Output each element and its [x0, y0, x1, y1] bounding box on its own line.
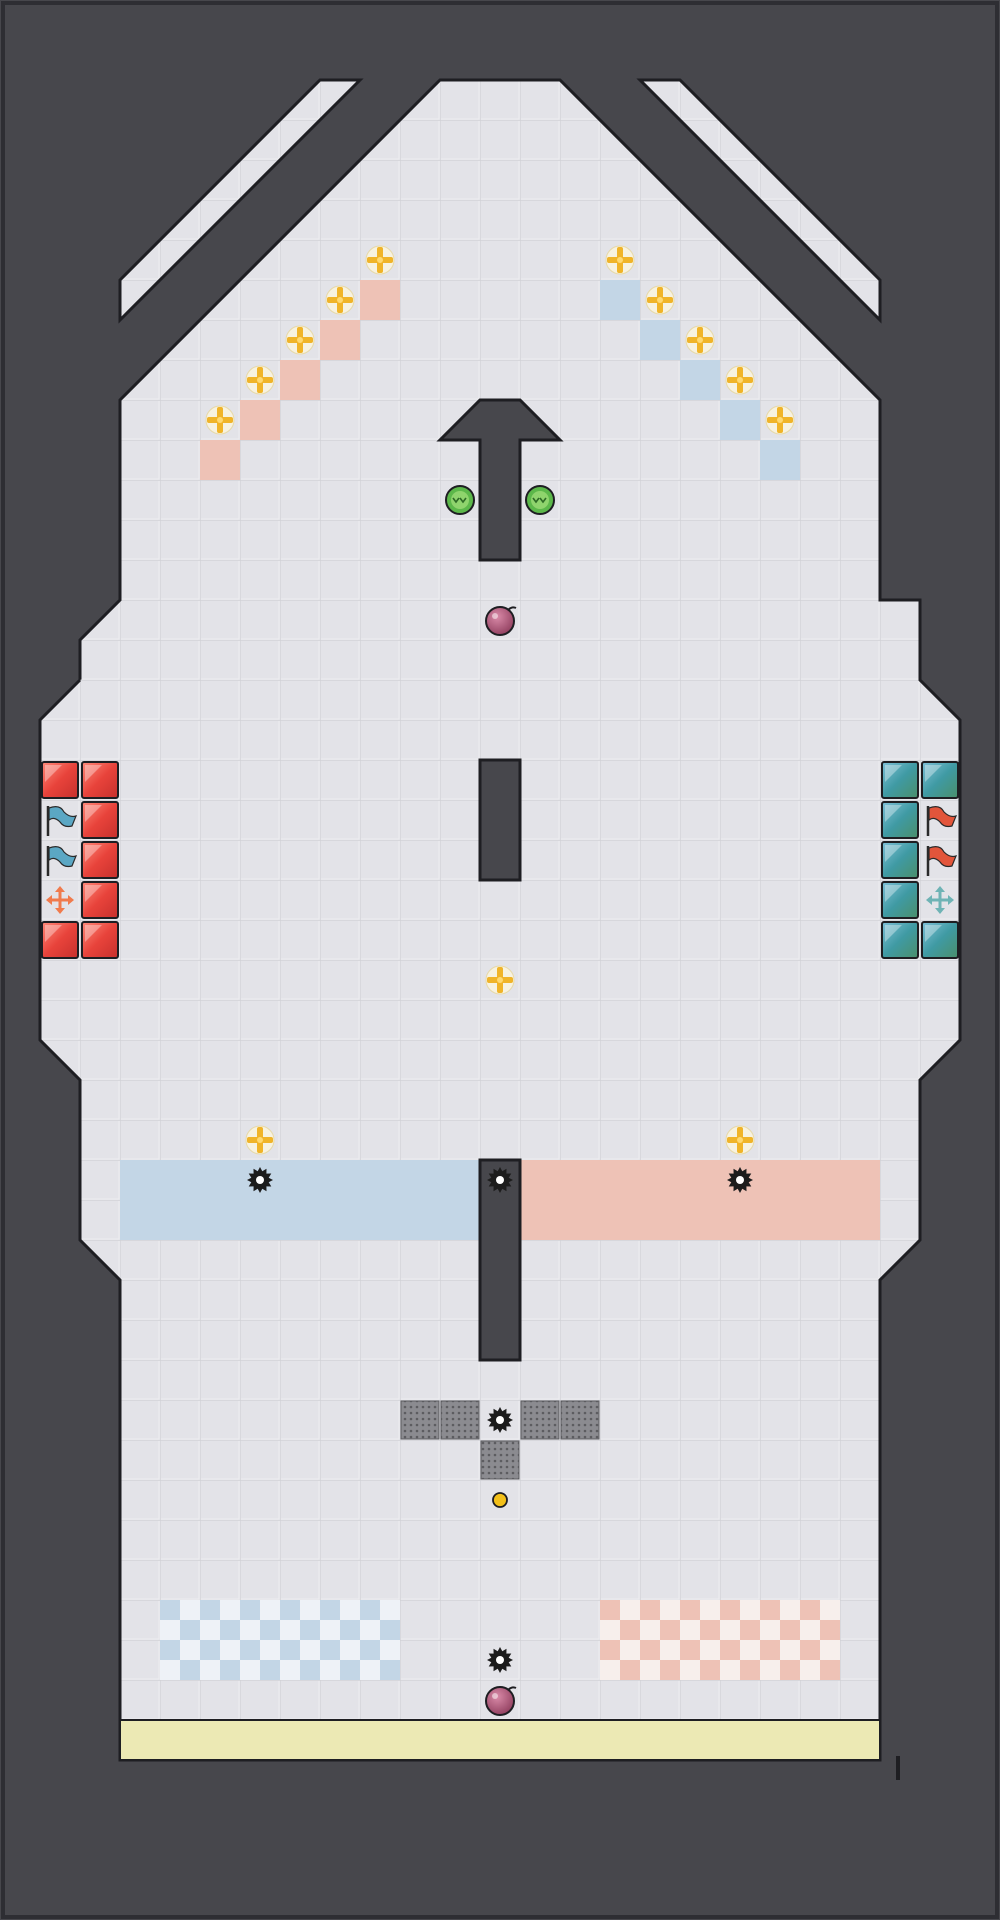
bomb-icon: [485, 606, 517, 636]
red-diagonal-tile: [280, 360, 320, 400]
blue-diagonal-tile: [600, 280, 640, 320]
bomb-icon: [485, 1686, 517, 1716]
red-team-tile: [81, 881, 119, 919]
top-left-ramp: [118, 78, 364, 324]
blue-diagonal-tile: [640, 320, 680, 360]
blue-flag-icon: [46, 846, 78, 876]
red-team-tile: [41, 761, 79, 799]
red-flag-icon: [926, 846, 958, 876]
goal-strip: [119, 1719, 881, 1761]
blue-team-tile: [881, 801, 919, 839]
blue-zone: [120, 1160, 480, 1240]
boost-icon: [285, 325, 315, 355]
spike-icon: [247, 1167, 273, 1193]
boost-icon: [245, 1125, 275, 1155]
goal-post: [896, 1756, 900, 1780]
boost-icon: [605, 245, 635, 275]
spike-icon: [727, 1167, 753, 1193]
red-team-tile: [41, 921, 79, 959]
grate-tile: [520, 1400, 560, 1440]
boost-icon: [725, 1125, 755, 1155]
tile-layer: [41, 280, 959, 1480]
top-right-ramp: [636, 78, 882, 324]
red-team-tile: [81, 841, 119, 879]
speed-pad-icon: [525, 485, 555, 515]
red-diagonal-tile: [320, 320, 360, 360]
blue-diagonal-tile: [720, 400, 760, 440]
boost-icon: [685, 325, 715, 355]
boost-icon: [485, 965, 515, 995]
blue-flag-icon: [46, 806, 78, 836]
blue-team-tile: [921, 761, 959, 799]
boost-icon: [365, 245, 395, 275]
boost-icon: [325, 285, 355, 315]
red-diagonal-tile: [240, 400, 280, 440]
boost-icon: [205, 405, 235, 435]
blue-spawn-move-arrows-icon: [926, 886, 954, 914]
red-team-tile: [81, 801, 119, 839]
top-arrow-wall: [436, 398, 564, 562]
blue-diagonal-tile: [760, 440, 800, 480]
red-diagonal-tile: [360, 280, 400, 320]
arena-wide-section: [38, 400, 962, 1762]
red-diagonal-tile: [200, 440, 240, 480]
red-checker-zone: [600, 1600, 840, 1680]
spike-icon: [487, 1647, 513, 1673]
grate-tile: [400, 1400, 440, 1440]
red-spawn-move-arrows-icon: [46, 886, 74, 914]
lower-wall: [478, 1158, 522, 1362]
blue-team-tile: [881, 841, 919, 879]
item-layer: [46, 245, 958, 1716]
powerup-dot-icon: [492, 1492, 508, 1508]
blue-diagonal-tile: [680, 360, 720, 400]
spike-icon: [487, 1407, 513, 1433]
spike-icon: [487, 1167, 513, 1193]
boost-icon: [645, 285, 675, 315]
blue-team-tile: [921, 921, 959, 959]
blue-checker-zone: [160, 1600, 400, 1680]
boost-icon: [765, 405, 795, 435]
blue-team-tile: [881, 921, 919, 959]
blue-team-tile: [881, 761, 919, 799]
blue-team-tile: [881, 881, 919, 919]
grate-tile: [480, 1440, 520, 1480]
grate-tile: [560, 1400, 600, 1440]
red-zone: [520, 1160, 880, 1240]
middle-wall: [478, 758, 522, 882]
boost-icon: [725, 365, 755, 395]
boost-icon: [245, 365, 275, 395]
grate-tile: [440, 1400, 480, 1440]
red-team-tile: [81, 921, 119, 959]
speed-pad-icon: [445, 485, 475, 515]
red-team-tile: [81, 761, 119, 799]
red-flag-icon: [926, 806, 958, 836]
